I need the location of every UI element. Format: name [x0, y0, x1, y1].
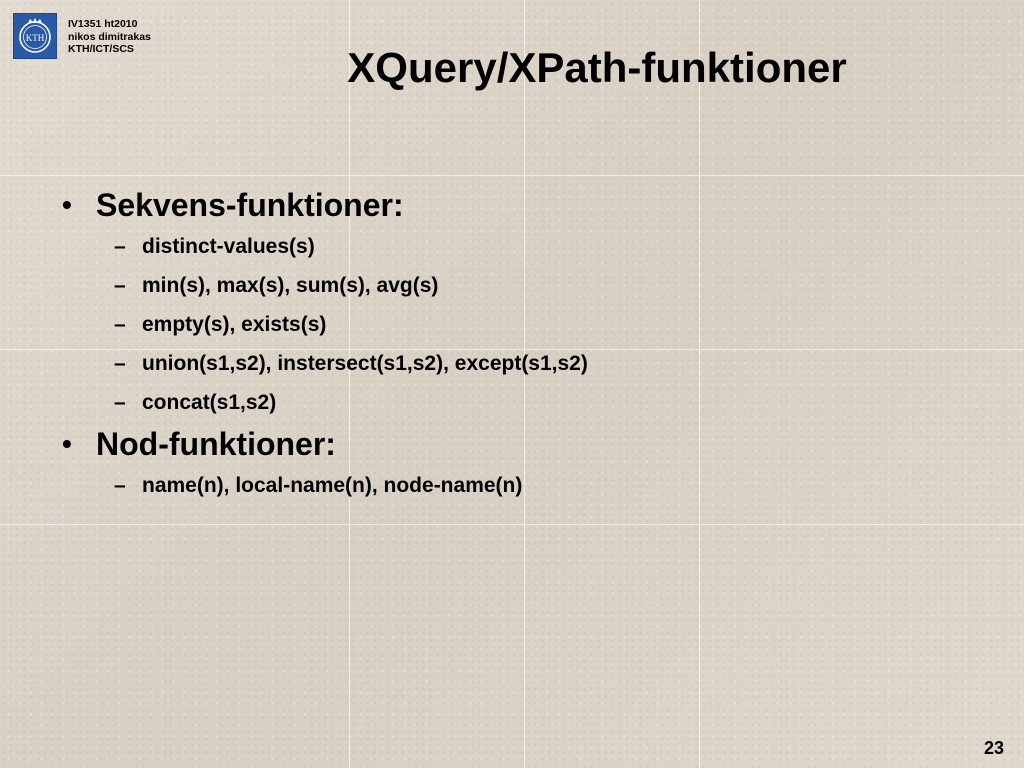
dash-icon: –: [114, 274, 126, 297]
section-heading: • Nod-funktioner:: [62, 422, 1002, 466]
list-item-text: min(s), max(s), sum(s), avg(s): [142, 274, 439, 297]
background-seam: [0, 175, 1024, 176]
list-item-text: empty(s), exists(s): [142, 313, 327, 336]
dash-icon: –: [114, 235, 126, 258]
section-heading-text: Nod-funktioner:: [96, 426, 336, 462]
list-item-text: name(n), local-name(n), node-name(n): [142, 474, 523, 497]
bullet-icon: •: [62, 189, 72, 220]
logo-lettering: KTH: [26, 33, 45, 43]
course-info: IV1351 ht2010 nikos dimitrakas KTH/ICT/S…: [68, 18, 151, 56]
section-heading: • Sekvens-funktioner:: [62, 183, 1002, 227]
list-item-text: concat(s1,s2): [142, 391, 277, 414]
author-name: nikos dimitrakas: [68, 30, 151, 43]
list-item: – name(n), local-name(n), node-name(n): [62, 466, 1002, 505]
background-seam: [0, 349, 1024, 350]
page-number: 23: [983, 738, 1004, 758]
dash-icon: –: [114, 391, 126, 414]
background-seam: [699, 0, 700, 768]
list-item: – concat(s1,s2): [62, 383, 1002, 422]
background-seam: [0, 524, 1024, 525]
dash-icon: –: [114, 474, 126, 497]
background-seam: [524, 0, 525, 768]
section-heading-text: Sekvens-funktioner:: [96, 187, 404, 223]
list-item: – union(s1,s2), instersect(s1,s2), excep…: [62, 344, 1002, 383]
slide-title: XQuery/XPath-funktioner: [347, 44, 847, 91]
background-seam: [349, 0, 350, 768]
bullet-icon: •: [62, 428, 72, 459]
slide-content: • Sekvens-funktioner: – distinct-values(…: [62, 183, 1002, 505]
list-item: – min(s), max(s), sum(s), avg(s): [62, 266, 1002, 305]
dash-icon: –: [114, 352, 126, 375]
department: KTH/ICT/SCS: [68, 43, 134, 55]
list-item-text: union(s1,s2), instersect(s1,s2), except(…: [142, 352, 588, 375]
course-code: IV1351 ht2010: [68, 18, 138, 30]
dash-icon: –: [114, 313, 126, 336]
list-item: – empty(s), exists(s): [62, 305, 1002, 344]
kth-logo: KTH: [13, 13, 57, 59]
list-item-text: distinct-values(s): [142, 235, 315, 258]
list-item: – distinct-values(s): [62, 227, 1002, 266]
